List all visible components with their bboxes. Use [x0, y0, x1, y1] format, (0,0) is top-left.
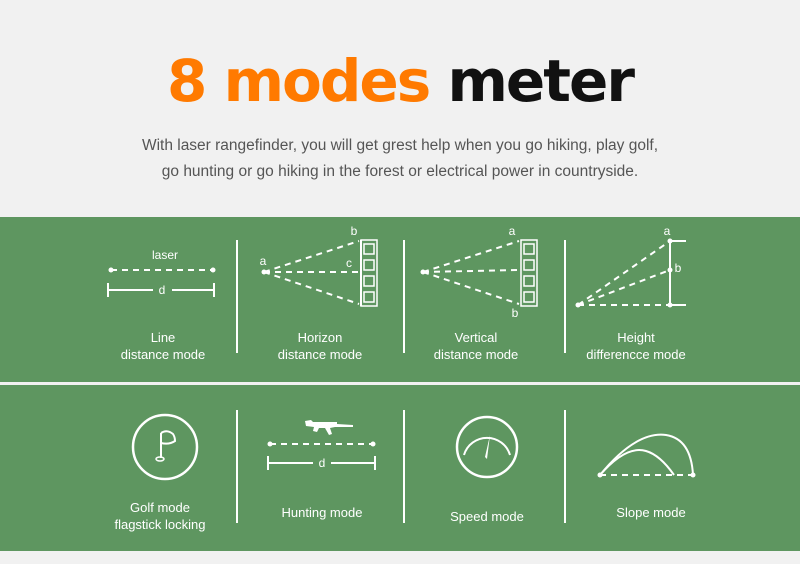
speedometer-icon	[455, 415, 519, 479]
d-label: d	[159, 283, 166, 297]
divider	[564, 240, 566, 353]
a-label: a	[664, 224, 671, 238]
slope-icon	[597, 433, 696, 478]
laser-label: laser	[152, 248, 178, 262]
modes-panel-row-2: Golf mode flagstick locking d Hunting mo…	[0, 385, 800, 551]
mode-label-line-1: Hunting mode	[281, 505, 363, 520]
mode-label-line-2: distance mode	[433, 347, 519, 362]
divider	[564, 410, 566, 523]
title-black-word: meter	[447, 47, 634, 115]
divider	[403, 410, 405, 523]
modes-panel-row-1: laser d Line distance mode a b c	[0, 217, 800, 382]
mode-label-line-2: differencce mode	[586, 347, 686, 362]
height-difference-icon: a b	[575, 224, 686, 308]
a-label: a	[509, 224, 516, 238]
b-label: b	[351, 224, 358, 238]
vertical-distance-icon: a b	[420, 224, 538, 320]
title-orange-word: modes	[223, 47, 432, 115]
subtitle-line-2: go hunting or go hiking in the forest or…	[161, 163, 639, 180]
mode-label-line-2: flagstick locking	[114, 517, 206, 532]
line-distance-icon: laser d	[107, 248, 216, 297]
mode-label-line-1: Height	[617, 330, 655, 345]
mode-label-line-2: distance mode	[120, 347, 206, 362]
mode-label-line-1: Golf mode	[130, 500, 190, 515]
d-label: d	[319, 456, 326, 470]
b-label: b	[512, 306, 519, 320]
horizon-distance-icon: a b c	[260, 224, 378, 307]
mode-label-line-1: Line	[150, 330, 176, 345]
mode-label-line-1: Vertical	[454, 330, 498, 345]
panel-separator	[0, 382, 800, 385]
c-label: c	[346, 256, 352, 270]
hunting-rifle-icon: d	[267, 420, 376, 470]
page-title: 8 modes meter	[0, 52, 800, 110]
mode-label-line-1: Slope mode	[616, 505, 686, 520]
mode-label-line-1: Speed mode	[450, 509, 524, 524]
divider	[236, 240, 238, 353]
golf-flag-icon	[131, 413, 199, 481]
subtitle-line-1: With laser rangefinder, you will get gre…	[141, 137, 659, 154]
divider	[236, 410, 238, 523]
a-label: a	[260, 254, 267, 268]
divider	[403, 240, 405, 353]
title-number: 8	[167, 47, 207, 115]
b-label: b	[675, 261, 682, 275]
mode-label-line-1: Horizon	[297, 330, 343, 345]
mode-label-line-2: distance mode	[277, 347, 363, 362]
